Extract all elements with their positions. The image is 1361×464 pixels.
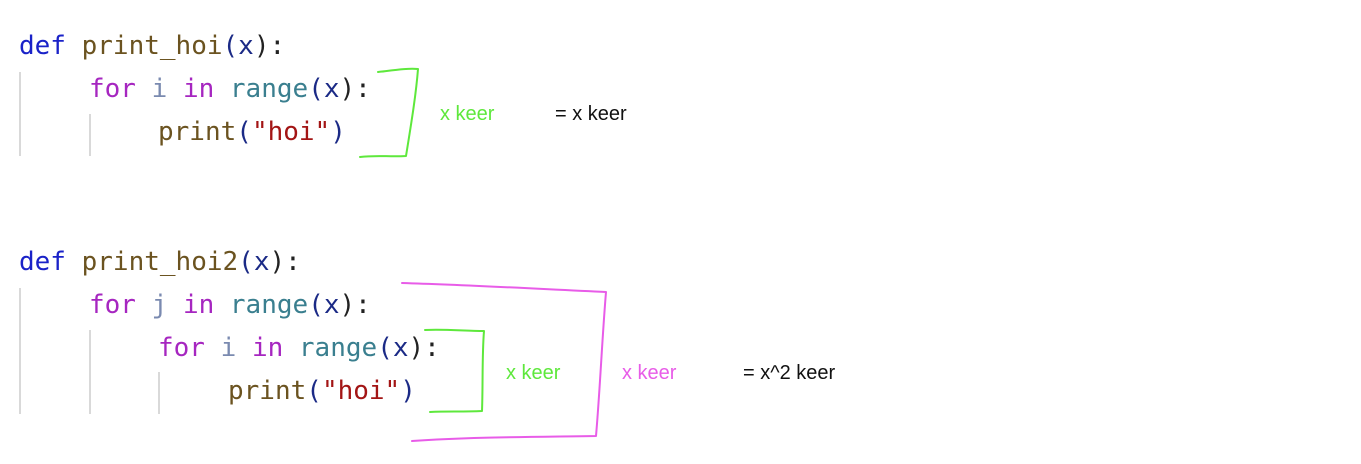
for-keyword: for	[89, 290, 136, 320]
paren-open: (	[236, 117, 252, 147]
function-name: print_hoi	[81, 31, 223, 61]
block2-outer-for-line: for j in range(x):	[89, 289, 371, 321]
loop-variable: j	[151, 290, 168, 320]
block2-outer-note: x keer	[622, 362, 677, 384]
pink-bracket-block2-outer	[401, 282, 607, 442]
indent-guide	[89, 114, 91, 156]
param: x	[238, 31, 254, 61]
in-keyword: in	[182, 74, 215, 104]
green-bracket-block2-inner	[424, 328, 485, 413]
range-arg: x	[323, 290, 340, 320]
block2-inner-for-line: for i in range(x):	[158, 332, 440, 364]
block2-def-line: def print_hoi2(x):	[19, 246, 301, 278]
range-function: range	[298, 333, 378, 363]
paren-close-colon: ):	[269, 247, 301, 277]
block2-inner-note: x keer	[506, 362, 561, 384]
string-literal: "hoi"	[251, 117, 331, 147]
print-function: print	[228, 376, 307, 406]
for-keyword: for	[158, 333, 205, 363]
block2-print-line: print("hoi")	[228, 375, 416, 407]
range-arg: x	[392, 333, 409, 363]
block1-for-line: for i in range(x):	[89, 73, 371, 105]
paren-close: )	[330, 117, 346, 147]
block1-def-line: def print_hoi(x):	[19, 30, 285, 62]
block1-print-line: print("hoi")	[158, 116, 346, 148]
range-arg: x	[323, 74, 340, 104]
paren-open: (	[377, 333, 393, 363]
block1-loop-note: x keer	[440, 103, 495, 125]
paren-open: (	[308, 74, 324, 104]
string-literal: "hoi"	[321, 376, 401, 406]
def-keyword: def	[19, 247, 66, 277]
green-bracket-block1	[359, 67, 419, 158]
paren-close-colon: ):	[339, 74, 371, 104]
paren-open: (	[308, 290, 324, 320]
block2-total-note: = x^2 keer	[743, 362, 836, 384]
paren-close-colon: ):	[253, 31, 286, 61]
paren-open: (	[222, 31, 239, 61]
indent-guide	[89, 330, 91, 414]
for-keyword: for	[89, 74, 136, 104]
print-function: print	[158, 117, 237, 147]
indent-guide	[19, 288, 21, 414]
paren-close-colon: ):	[339, 290, 371, 320]
loop-variable: i	[220, 333, 237, 363]
paren-open: (	[306, 376, 322, 406]
paren-close-colon: ):	[408, 333, 440, 363]
paren-close: )	[400, 376, 416, 406]
function-name: print_hoi2	[81, 247, 239, 277]
indent-guide	[158, 372, 160, 414]
in-keyword: in	[182, 290, 215, 320]
range-function: range	[229, 74, 309, 104]
param: x	[253, 247, 270, 277]
in-keyword: in	[251, 333, 284, 363]
indent-guide	[19, 72, 21, 156]
loop-variable: i	[151, 74, 168, 104]
def-keyword: def	[19, 31, 66, 61]
range-function: range	[229, 290, 309, 320]
block1-total-note: = x keer	[555, 103, 627, 125]
paren-open: (	[238, 247, 254, 277]
